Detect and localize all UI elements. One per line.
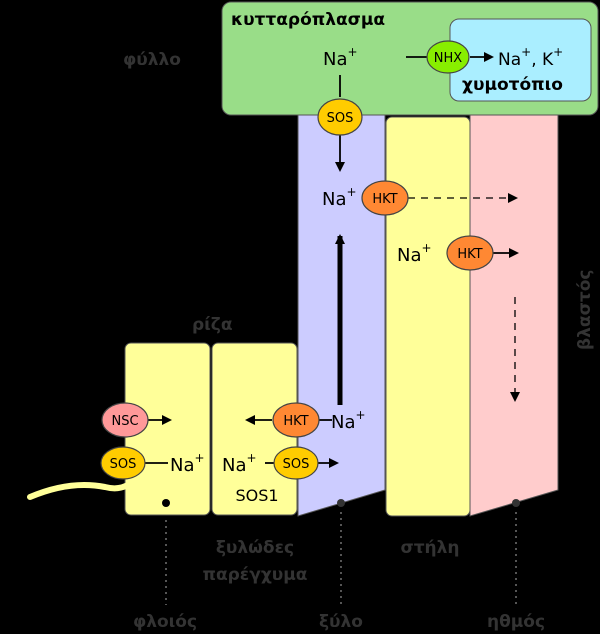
- na-parenchyma: Na+: [222, 451, 257, 476]
- hkt-leaf-label: HKT: [372, 192, 397, 207]
- sos-root-label: SOS: [110, 457, 137, 472]
- stele-cell: [385, 116, 471, 517]
- hkt-root-transporter: [272, 402, 320, 438]
- nhx-transporter: [426, 40, 470, 74]
- sos-leaf-label: SOS: [327, 111, 354, 126]
- leaf-label: φύλλο: [123, 50, 181, 70]
- stele-label: στήλη: [400, 538, 459, 558]
- sos-xylem-transporter: [273, 446, 319, 480]
- xylem-parenchyma-label-1: ξυλώδες: [216, 538, 294, 558]
- na-xylem-root: Na+: [331, 408, 366, 433]
- cortex-marker-dot: [162, 499, 170, 507]
- xylem-parenchyma-label-2: παρέγχυμα: [203, 565, 308, 585]
- nsc-transporter: [101, 402, 149, 438]
- cytoplasm-label: κυτταρόπλασμα: [231, 10, 385, 30]
- sos1-label: SOS1: [235, 486, 278, 505]
- hkt-stele-transporter: [446, 235, 494, 271]
- cortex-label: φλοιός: [133, 612, 197, 632]
- shoot-label: βλαστός: [575, 270, 595, 350]
- root-hair: [27, 480, 134, 500]
- root-label: ρίζα: [192, 315, 233, 335]
- na-cortex: Na+: [170, 451, 205, 476]
- na-cytoplasm: Na+: [323, 45, 358, 70]
- sos-leaf-transporter: [317, 98, 363, 136]
- xylem-label: ξύλο: [319, 612, 363, 632]
- phloem-marker-dot: [512, 499, 520, 507]
- phloem-label: ηθμός: [487, 612, 545, 632]
- na-stele: Na+: [397, 241, 432, 266]
- na-k-vacuole: Na+, K+: [498, 45, 563, 70]
- phloem-tissue: [469, 104, 559, 517]
- vacuole-label: χυμοτόπιο: [462, 75, 563, 95]
- nsc-label: NSC: [111, 414, 138, 429]
- hkt-stele-label: HKT: [457, 247, 482, 262]
- na-xylem-leaf: Na+: [322, 185, 357, 210]
- na-k-soil: Na+,K+: [2, 408, 62, 433]
- nhx-label: NHX: [434, 51, 463, 66]
- sos-root-transporter: [100, 446, 146, 480]
- hkt-leaf-transporter: [361, 180, 409, 216]
- hkt-root-label: HKT: [283, 414, 308, 429]
- sos-xylem-label: SOS: [283, 457, 310, 472]
- xylem-marker-dot: [337, 499, 345, 507]
